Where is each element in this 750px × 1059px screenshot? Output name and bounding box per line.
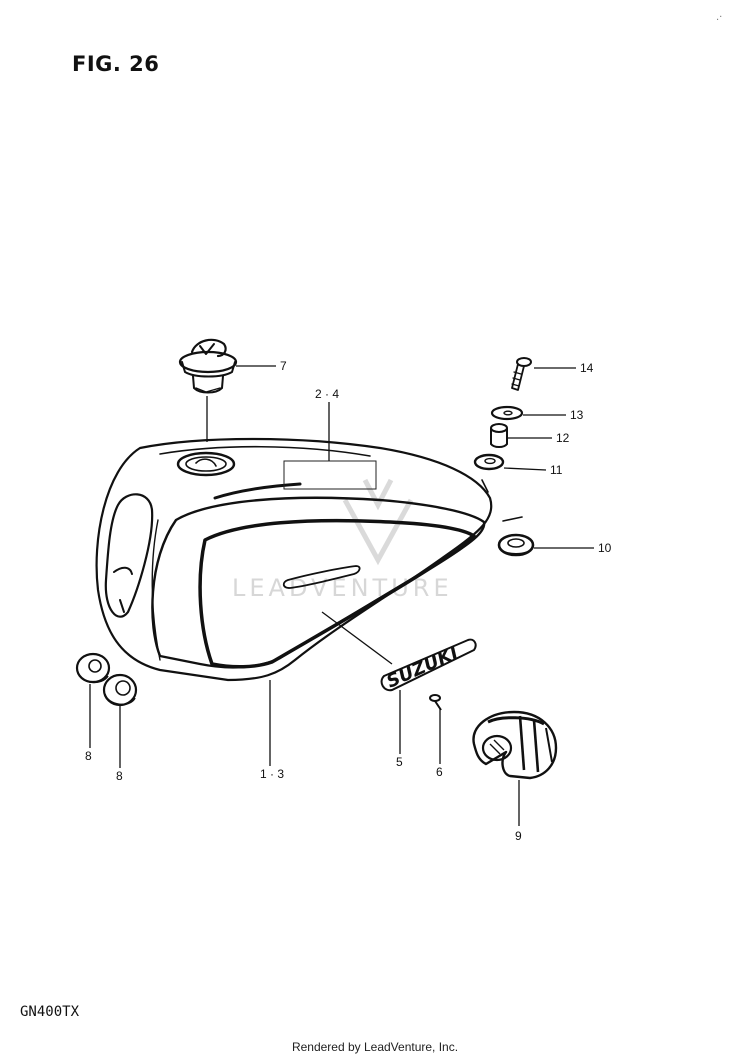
callout-11: 11 [550, 463, 563, 477]
callout-5: 5 [396, 755, 403, 769]
callout-6: 6 [436, 765, 443, 779]
callout-10: 10 [598, 541, 612, 555]
figure-title: FIG. 26 [72, 52, 160, 76]
corner-marks: .· [716, 12, 723, 23]
washer-11 [473, 453, 505, 471]
model-code: GN400TX [20, 1004, 80, 1020]
cushion-8-b [102, 673, 138, 707]
callout-13: 13 [570, 408, 584, 422]
decal-label-box [283, 460, 377, 490]
callout-12: 12 [556, 431, 570, 445]
callout-7: 7 [280, 359, 287, 373]
leader-lines [89, 365, 594, 826]
fuel-cap [178, 338, 238, 394]
spacer-12 [490, 423, 508, 448]
callout-14: 14 [580, 361, 594, 375]
cushion-10 [497, 533, 535, 557]
emblem-text: SUZUKI [383, 642, 461, 692]
footer-credit: Rendered by LeadVenture, Inc. [291, 1040, 459, 1054]
callout-8-right: 8 [116, 769, 123, 783]
callout-2-4: 2 · 4 [315, 387, 339, 401]
cushion-9 [472, 710, 558, 780]
callout-1-3: 1 · 3 [260, 767, 284, 781]
suzuki-emblem: SUZUKI [380, 638, 477, 693]
washer-13 [490, 405, 524, 421]
screw [429, 694, 442, 711]
bolt [511, 357, 532, 391]
callout-9: 9 [515, 829, 522, 843]
cushion-8-a [75, 652, 111, 684]
callout-8-left: 8 [85, 749, 92, 763]
fuel-tank [95, 437, 523, 682]
